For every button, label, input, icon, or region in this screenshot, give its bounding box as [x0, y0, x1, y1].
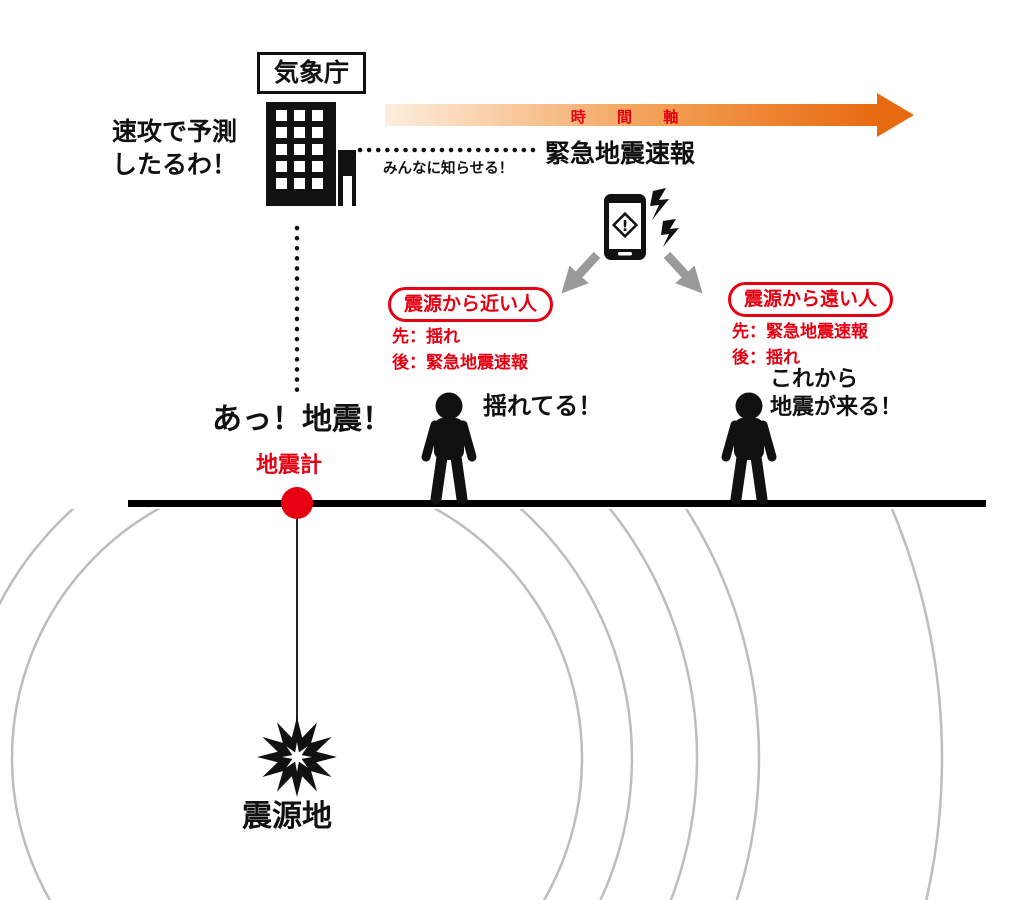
epicenter-starburst-icon — [257, 717, 337, 797]
lightning-icon — [650, 188, 679, 247]
seismometer-dot — [281, 487, 313, 519]
arrow-to-far-icon — [663, 251, 703, 294]
near-person-icon — [421, 392, 477, 505]
eew-title: 緊急地震速報 — [545, 139, 696, 168]
quake-exclaim: あっ！地震！ — [212, 402, 392, 437]
near-person-speech: 揺れてる！ — [483, 392, 603, 420]
far-person-icon — [721, 392, 777, 505]
jma-building-icon — [266, 102, 356, 206]
epicenter-label: 震源地 — [242, 799, 332, 834]
seismometer-label: 地震計 — [256, 453, 323, 478]
time-axis-label: 時 間 軸 — [570, 108, 692, 126]
far-person-speech: これから 地震が来る！ — [770, 367, 903, 420]
far-person-badge: 震源から遠い人 — [728, 282, 894, 317]
time-axis-arrow — [385, 93, 914, 137]
jma-label: 気象庁 — [257, 52, 367, 94]
jma-speech: 速攻で予測 したるわ！ — [112, 117, 238, 179]
near-person-order: 先：揺れ 後：緊急地震速報 — [392, 327, 528, 374]
far-person-order: 先：緊急地震速報 後：揺れ — [732, 322, 868, 369]
notify-label: みんなに知らせる！ — [383, 161, 514, 177]
seismic-wave-arcs — [0, 509, 944, 900]
arrow-to-near-icon — [561, 251, 601, 294]
alert-exclamation: ! — [622, 217, 629, 235]
ground-line — [128, 500, 986, 507]
phone-alert-icon: ! — [604, 188, 679, 260]
near-person-badge: 震源から近い人 — [388, 287, 554, 322]
